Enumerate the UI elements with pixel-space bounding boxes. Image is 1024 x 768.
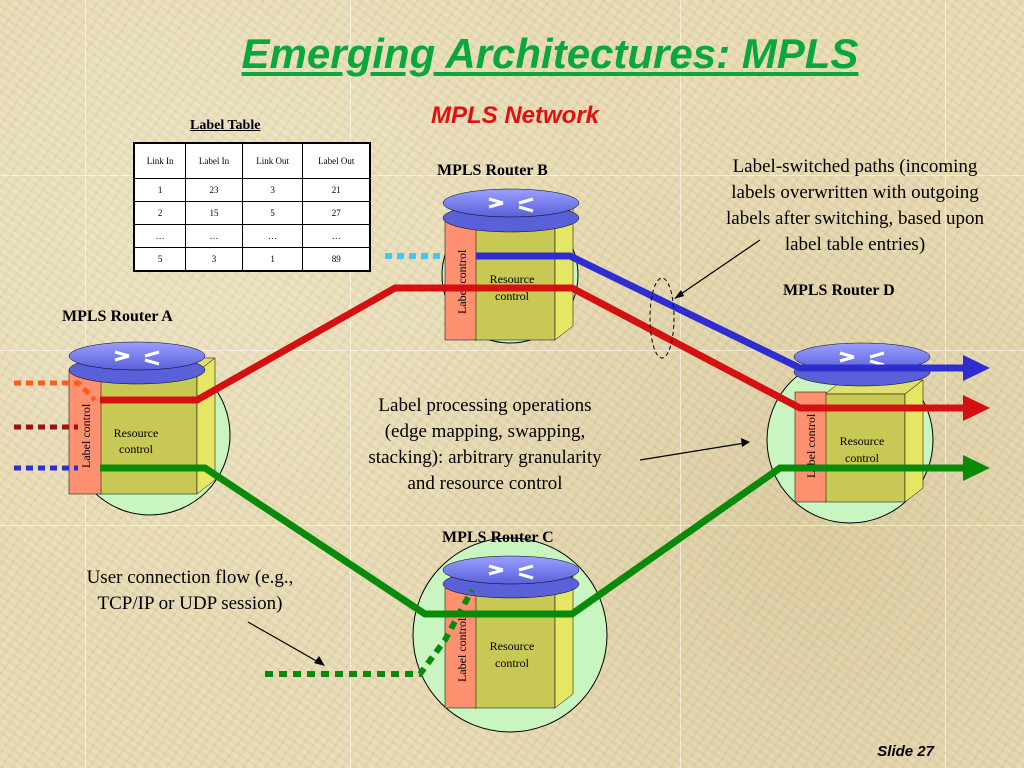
table-cell: … [241,224,304,248]
router-b-body [442,188,580,341]
grid-line [0,350,1024,351]
processing-note-line: Label processing operations [378,395,592,416]
table-row: 1 23 3 21 [133,178,371,202]
router-b-name: MPLS Router B [437,162,548,179]
router-b-resource-control-line2: control [495,289,530,303]
table-cell: 15 [185,201,243,225]
lsp-note-line: labels after switching, based upon [725,208,984,229]
pointer-arrow-user-flow [247,621,325,666]
table-cell: … [185,224,243,248]
router-c-resource-control-line1: Resource [490,639,535,653]
router-a-resource-control-line1: Resource [114,426,159,440]
router-d-label-control: Label control [804,413,818,478]
table-row: 5 3 1 89 [133,247,371,272]
router-arrows-icon [488,564,534,580]
lsp-note-line: label table entries) [784,234,926,255]
red-lsp-path [100,284,965,412]
processing-note-line: stacking): arbitrary granularity [368,447,602,468]
label-table-title: Label Table [190,118,261,133]
grid-line [350,0,351,768]
blue-lsp-path [476,252,965,372]
table-cell: 5 [133,247,187,272]
green-lsp-arrowhead [963,455,990,481]
table-cell: 89 [302,247,371,272]
router-c-label-control: Label control [455,617,469,682]
lsp-note-line: labels overwritten with outgoing [731,182,979,203]
router-c-body [442,555,580,709]
grid-line [0,525,1024,526]
red-lsp-arrowhead [963,395,990,421]
path-highlight-ellipse [649,277,675,359]
table-cell: 3 [241,178,304,202]
processing-note-line: (edge mapping, swapping, [384,421,586,442]
pointer-arrow-processing [639,438,750,461]
table-cell: 1 [133,178,187,202]
router-c-name: MPLS Router C [442,529,554,546]
pointer-arrow-lsp [674,239,761,299]
table-cell: 5 [241,201,304,225]
router-d-name: MPLS Router D [783,282,895,299]
table-cell: 21 [302,178,371,202]
router-d-resource-control-line1: Resource [840,434,885,448]
router-b-label-control: Label control [455,249,469,314]
diagram-subtitle: MPLS Network [430,102,600,129]
header-label-in: Label In [185,142,243,179]
table-cell: … [133,224,187,248]
label-table: Link In Label In Link Out Label Out 1 23… [133,142,371,272]
blue-lsp-arrowhead [963,355,990,381]
page-title: Emerging Architectures: MPLS [241,30,859,77]
router-b-resource-control-line1: Resource [490,272,535,286]
table-cell: 1 [241,247,304,272]
header-link-out: Link Out [241,142,304,179]
processing-note: Label processing operations (edge mappin… [330,393,640,497]
table-cell: 23 [185,178,243,202]
router-c-resource-control-line2: control [495,656,530,670]
green-lsp-path [100,464,965,618]
user-flow-note-line: User connection flow (e.g., [86,567,294,588]
table-cell: 27 [302,201,371,225]
table-cell: 2 [133,201,187,225]
label-table-header-row: Link In Label In Link Out Label Out [133,142,371,179]
user-flow-note-line: TCP/IP or UDP session) [97,593,283,614]
table-cell: … [302,224,371,248]
table-row: 2 15 5 27 [133,201,371,225]
router-a-body [68,341,216,495]
router-d-resource-control-line2: control [845,451,880,465]
grid-line [0,175,1024,176]
table-row: … … … … [133,224,371,248]
grid-line [680,0,681,768]
router-arrows-icon [488,197,534,213]
user-flow-note: User connection flow (e.g., TCP/IP or UD… [40,565,340,617]
grid-line [945,0,946,768]
lsp-note: Label-switched paths (incoming labels ov… [690,154,1020,258]
slide-number: Slide 27 [877,743,934,760]
processing-note-line: and resource control [407,473,563,494]
table-cell: 3 [185,247,243,272]
router-arrows-icon [114,350,160,366]
router-a-name: MPLS Router A [62,308,173,325]
lsp-note-line: Label-switched paths (incoming [732,156,978,177]
header-label-out: Label Out [302,142,371,179]
router-a-label-control: Label control [79,403,93,468]
orange-dotted-input-a [14,380,97,402]
router-a-resource-control-line2: control [119,442,154,456]
router-arrows-icon [839,351,885,367]
header-link-in: Link In [133,142,187,179]
